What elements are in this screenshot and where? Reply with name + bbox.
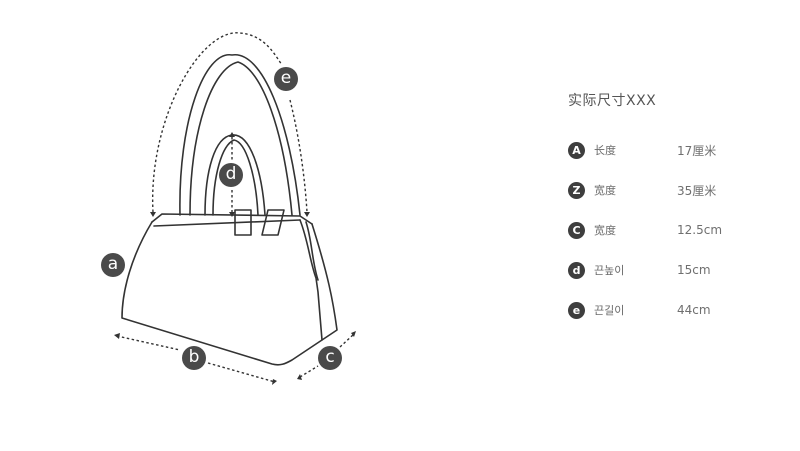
spec-label: 끈길이 [594, 304, 625, 317]
spec-value: 17厘米 [677, 143, 717, 158]
spec-label: 长度 [594, 144, 616, 157]
spec-row-e: e 끈길이 44cm [568, 300, 788, 320]
spec-panel: 实际尺寸XXX A 长度 17厘米 Z 宽度 35厘米 C 宽度 12.5cm … [568, 90, 788, 340]
marker-b: b [182, 346, 206, 370]
marker-e: e [274, 67, 298, 91]
badge-b: Z [568, 181, 585, 199]
badge-e: e [568, 301, 585, 319]
bag-illustration [114, 32, 356, 385]
spec-title: 实际尺寸XXX [568, 93, 657, 109]
marker-d: d [219, 163, 243, 187]
badge-c: C [568, 221, 585, 239]
spec-label: 宽度 [594, 224, 616, 237]
spec-value: 15cm [677, 263, 711, 277]
spec-label: 宽度 [594, 184, 616, 197]
spec-row-d: d 끈높이 15cm [568, 260, 788, 280]
spec-row-b: Z 宽度 35厘米 [568, 180, 788, 200]
spec-value: 44cm [677, 303, 711, 317]
spec-value: 12.5cm [677, 223, 723, 237]
bag-dimension-diagram: a b c d e [101, 32, 356, 385]
spec-value: 35厘米 [677, 183, 717, 198]
spec-label: 끈높이 [594, 264, 625, 277]
spec-row-a: A 长度 17厘米 [568, 140, 788, 160]
marker-a: a [101, 253, 125, 277]
spec-row-c: C 宽度 12.5cm [568, 220, 788, 240]
badge-a: A [568, 141, 585, 159]
marker-c: c [318, 346, 342, 370]
badge-d: d [568, 261, 585, 279]
